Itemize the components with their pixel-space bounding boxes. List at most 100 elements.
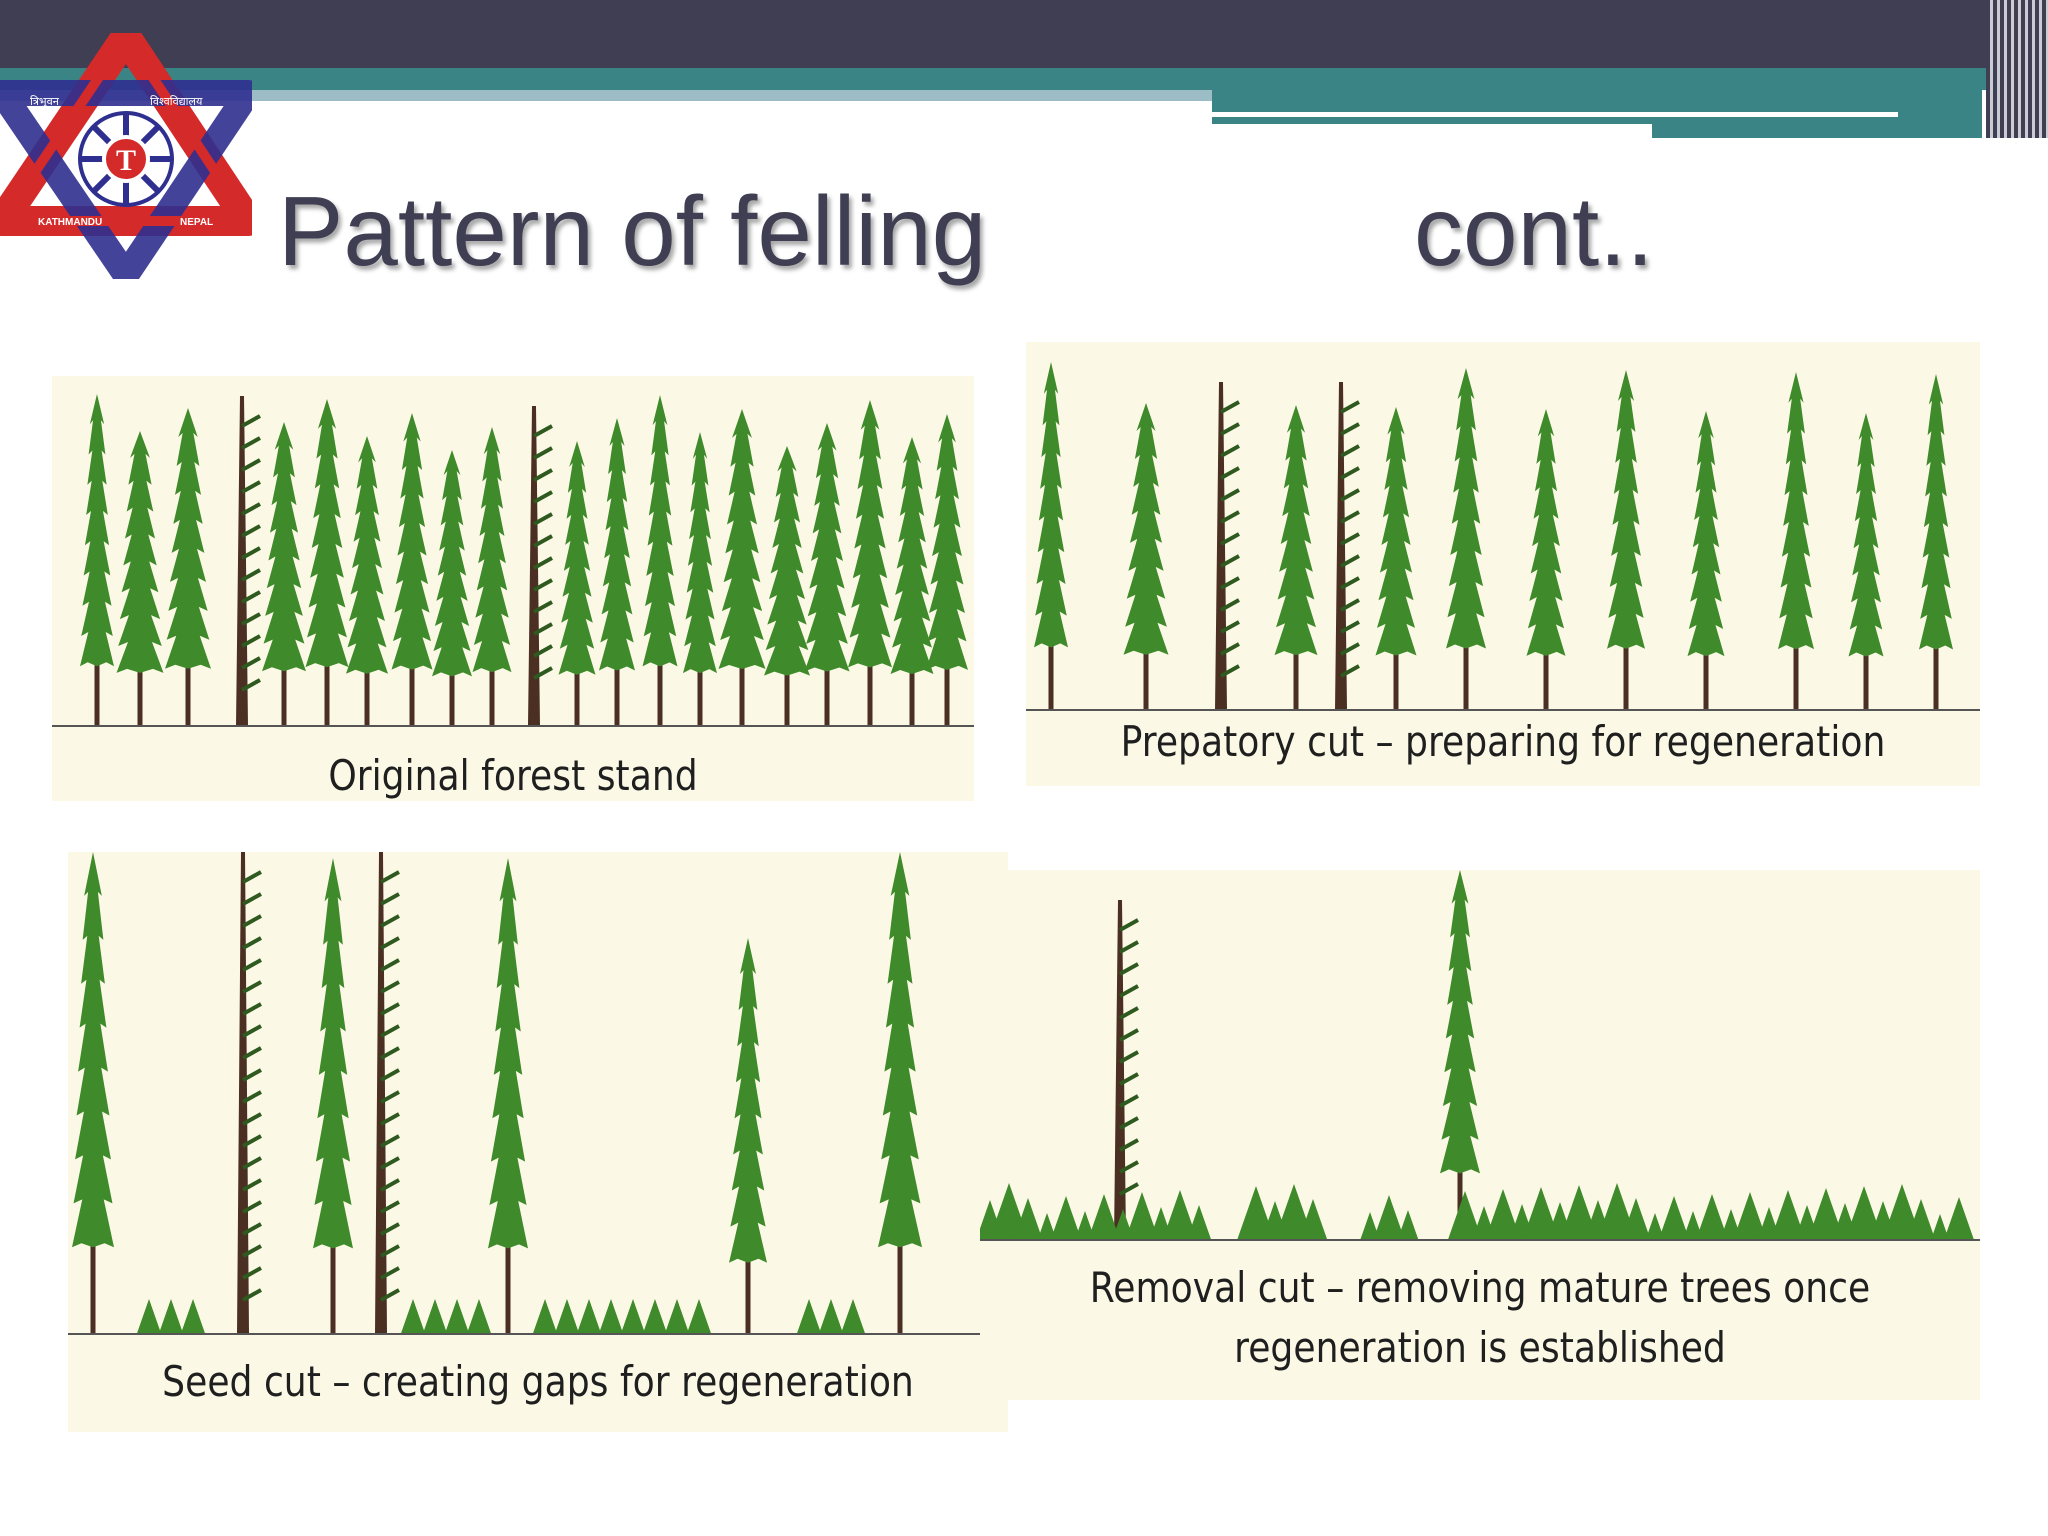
forest-illustration — [52, 394, 974, 727]
conifer-tree-icon — [890, 437, 934, 726]
conifer-tree-icon — [391, 413, 433, 726]
sapling-icon — [620, 1299, 646, 1334]
forest-illustration — [1026, 362, 1980, 711]
caption-removal-cut-line2: regeneration is established — [1234, 1323, 1726, 1372]
forest-illustration — [68, 852, 1008, 1335]
sapling-icon — [1943, 1197, 1975, 1240]
conifer-tree-icon — [472, 427, 512, 726]
conifer-tree-icon — [305, 399, 349, 726]
caption-removal-cut-line1: Removal cut – removing mature trees once — [1089, 1263, 1871, 1312]
sapling-icon — [1162, 1190, 1198, 1240]
dead-tree-icon — [1335, 382, 1360, 710]
sapling-icon — [1485, 1189, 1521, 1240]
conifer-tree-icon — [1034, 362, 1068, 710]
conifer-tree-icon — [1778, 372, 1814, 710]
sapling-icon — [1237, 1186, 1275, 1240]
sapling-icon — [180, 1299, 206, 1334]
logo-center-letter: T — [116, 144, 136, 177]
conifer-tree-icon — [1687, 411, 1725, 710]
university-seal-icon: T त्रिभुवन विश्वविद्यालय KATHMANDU NEPAL — [0, 33, 252, 279]
sapling-icon — [1770, 1190, 1806, 1240]
header-bar — [0, 0, 2048, 68]
sapling-icon — [598, 1299, 624, 1334]
accent-line-right-lower — [1212, 124, 1652, 138]
header-stripes — [1986, 0, 2048, 138]
conifer-tree-icon — [1446, 368, 1486, 710]
panel-seed-cut: Seed cut – creating gaps for regeneratio… — [68, 852, 1008, 1432]
sapling-icon — [686, 1299, 712, 1334]
sapling-icon — [1682, 1211, 1704, 1240]
conifer-tree-icon — [642, 395, 678, 726]
accent-line — [0, 90, 1212, 101]
conifer-tree-icon — [718, 409, 766, 726]
conifer-tree-icon — [1919, 374, 1953, 710]
sapling-icon — [532, 1299, 558, 1334]
logo-text-right: विश्वविद्यालय — [150, 95, 203, 108]
logo-text-bottom-right: NEPAL — [180, 217, 213, 228]
sapling-icon — [136, 1299, 162, 1334]
sapling-icon — [1621, 1198, 1651, 1240]
accent-line-right — [1212, 112, 1898, 117]
sapling-icon — [1930, 1214, 1950, 1240]
sapling-icon — [158, 1299, 184, 1334]
conifer-tree-icon — [1440, 870, 1480, 1240]
conifer-tree-icon — [1274, 405, 1318, 710]
sapling-icon — [840, 1299, 866, 1334]
sapling-icon — [466, 1299, 492, 1334]
dead-tree-icon — [236, 396, 261, 726]
conifer-tree-icon — [1375, 407, 1417, 710]
logo-text-left: त्रिभुवन — [30, 95, 60, 108]
sapling-icon — [1807, 1188, 1845, 1240]
sapling-icon — [400, 1299, 426, 1334]
caption-original-forest: Original forest stand — [328, 751, 698, 800]
conifer-tree-icon — [346, 436, 388, 726]
sapling-icon — [1186, 1205, 1212, 1240]
conifer-tree-icon — [1526, 409, 1566, 710]
sapling-icon — [1845, 1186, 1883, 1240]
caption-seed-cut: Seed cut – creating gaps for regeneratio… — [162, 1357, 914, 1406]
sapling-icon — [1397, 1210, 1419, 1240]
sapling-icon — [1559, 1185, 1599, 1240]
conifer-tree-icon — [599, 418, 635, 726]
conifer-tree-icon — [926, 414, 968, 726]
sapling-icon — [1695, 1194, 1729, 1240]
logo-text-bottom-left: KATHMANDU — [38, 217, 102, 228]
sapling-icon — [1013, 1198, 1043, 1240]
sapling-icon — [664, 1299, 690, 1334]
forest-illustration — [980, 870, 1980, 1241]
conifer-tree-icon — [72, 852, 114, 1334]
conifer-tree-icon — [1848, 413, 1884, 710]
sapling-icon — [818, 1299, 844, 1334]
sapling-icon — [1658, 1196, 1690, 1240]
accent-bar — [0, 68, 2048, 90]
sapling-icon — [1360, 1212, 1380, 1240]
conifer-tree-icon — [80, 394, 114, 726]
sapling-icon — [1125, 1192, 1159, 1240]
conifer-tree-icon — [729, 938, 767, 1334]
sapling-icon — [422, 1299, 448, 1334]
panel-removal-cut: Removal cut – removing mature trees once… — [980, 870, 1980, 1400]
conifer-tree-icon — [262, 422, 306, 726]
sapling-icon — [1733, 1192, 1767, 1240]
sapling-icon — [1087, 1194, 1121, 1240]
conifer-tree-icon — [878, 852, 922, 1334]
conifer-tree-icon — [558, 441, 596, 726]
conifer-tree-icon — [1123, 403, 1169, 710]
dead-tree-icon — [237, 852, 262, 1334]
sapling-icon — [444, 1299, 470, 1334]
sapling-icon — [1074, 1211, 1096, 1240]
conifer-tree-icon — [165, 408, 211, 726]
dead-tree-icon — [1114, 900, 1139, 1240]
sapling-icon — [554, 1299, 580, 1334]
conifer-tree-icon — [488, 858, 528, 1334]
dead-tree-icon — [1215, 382, 1240, 710]
dead-tree-icon — [375, 852, 400, 1334]
conifer-tree-icon — [1607, 370, 1645, 710]
slide-title-cont: cont.. — [1414, 176, 1654, 286]
sapling-icon — [1298, 1199, 1328, 1240]
sapling-icon — [796, 1299, 822, 1334]
sapling-icon — [576, 1299, 602, 1334]
conifer-tree-icon — [432, 450, 472, 726]
sapling-icon — [1037, 1213, 1057, 1240]
slide-title: Pattern of felling — [278, 176, 987, 286]
